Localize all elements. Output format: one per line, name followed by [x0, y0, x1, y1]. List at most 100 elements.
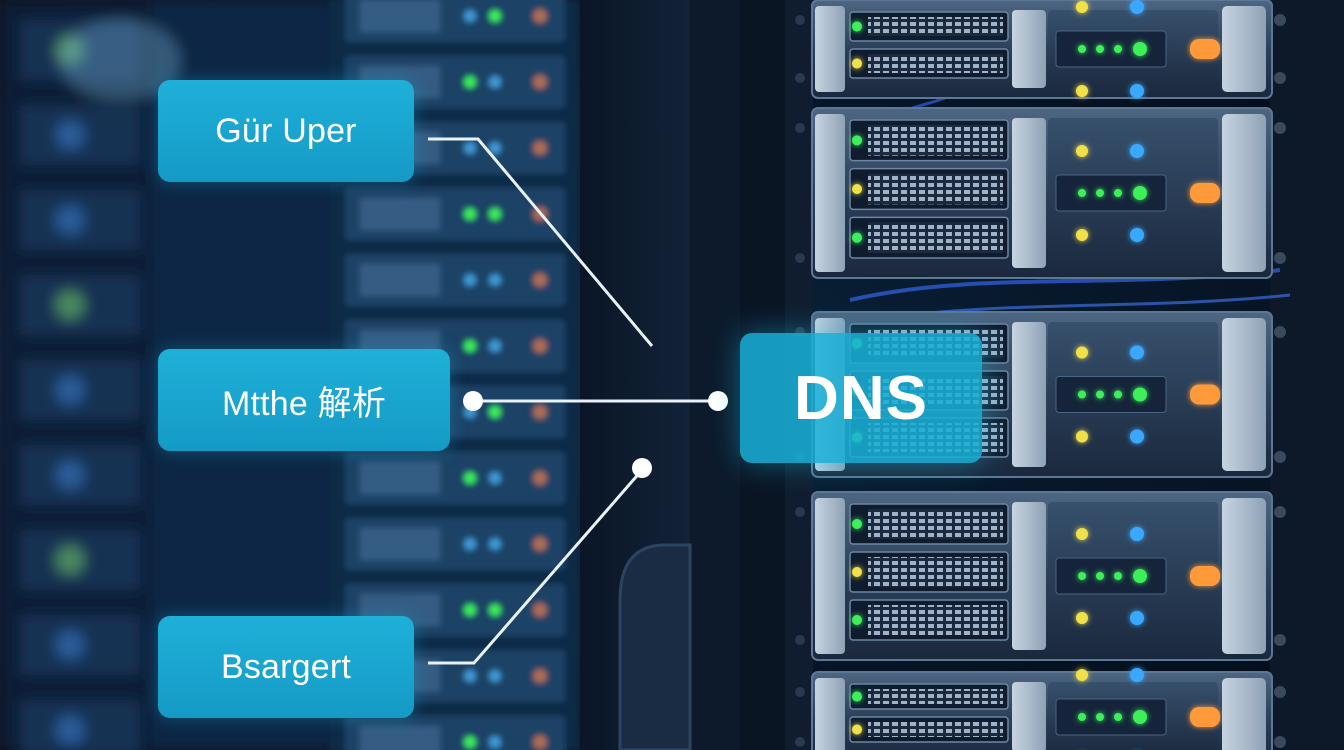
indicator-led-yellow	[1076, 145, 1088, 157]
label-top: Gür Uper	[158, 80, 414, 182]
status-led	[1078, 390, 1086, 399]
connector-dot-right	[708, 391, 728, 411]
drive-vent	[868, 222, 1003, 253]
label-middle: Mtthe 解析	[158, 349, 450, 451]
indicator-led-yellow	[1076, 85, 1088, 97]
status-led	[1096, 713, 1104, 721]
mid-rack-led	[489, 670, 501, 682]
mid-rack-vent	[360, 0, 440, 32]
drive-led	[852, 58, 862, 69]
indicator-led-yellow	[1076, 612, 1088, 624]
rack-screw	[1274, 686, 1286, 698]
status-display	[1055, 30, 1167, 68]
server-handle	[1012, 10, 1046, 88]
status-led	[1078, 189, 1086, 197]
status-led	[1096, 45, 1104, 53]
drive-vent	[868, 17, 1003, 36]
status-led	[1114, 45, 1122, 53]
status-display	[1055, 174, 1167, 212]
mid-rack-led	[533, 9, 547, 23]
mid-rack-led	[533, 735, 547, 749]
server-unit	[795, 0, 1286, 99]
indicator-led-blue	[1130, 345, 1144, 360]
rack-screw	[1274, 451, 1286, 463]
server-ear-left	[815, 6, 845, 92]
mid-rack-vent	[360, 726, 440, 750]
far-rack-light	[56, 376, 84, 404]
status-led	[1096, 572, 1104, 580]
rack-screw	[1274, 736, 1286, 748]
status-led	[1133, 387, 1147, 402]
connector-dot-left	[463, 391, 483, 411]
drive-vent	[868, 557, 1003, 587]
status-led	[1114, 189, 1122, 197]
status-led	[1078, 713, 1086, 721]
indicator-led-yellow	[1076, 528, 1088, 540]
mid-rack-led	[464, 208, 476, 220]
indicator-led-yellow	[1076, 669, 1088, 681]
mid-rack-led	[464, 76, 476, 88]
drive-vent	[868, 125, 1003, 156]
far-rack-light	[56, 716, 84, 744]
rack-screw	[1274, 72, 1286, 84]
far-rack-light	[56, 206, 84, 234]
drive-vent	[868, 605, 1003, 635]
indicator-led-yellow	[1076, 430, 1088, 443]
status-display	[1055, 376, 1167, 413]
mid-rack-led	[489, 208, 501, 220]
label-top-text: Gür Uper	[215, 111, 357, 150]
mid-rack-led	[533, 141, 547, 155]
mid-rack-led	[533, 405, 547, 419]
mid-rack-led	[464, 736, 476, 748]
rack-screw	[1274, 506, 1286, 518]
indicator-led-blue	[1130, 611, 1144, 625]
dns-label: DNS	[740, 333, 982, 463]
power-led	[1190, 707, 1220, 727]
mid-rack-led	[489, 274, 501, 286]
rack-screw	[1274, 14, 1286, 26]
drive-led	[852, 232, 862, 243]
drive-led	[852, 615, 862, 625]
mid-rack-led	[464, 538, 476, 550]
connector-top	[428, 137, 654, 347]
mid-rack-led	[533, 273, 547, 287]
status-led	[1133, 186, 1147, 200]
status-led	[1133, 42, 1147, 56]
mid-rack-led	[489, 10, 501, 22]
drive-vent	[868, 722, 1003, 737]
status-led	[1078, 572, 1086, 580]
drive-led	[852, 567, 862, 577]
server-ear-right	[1222, 114, 1266, 272]
status-led	[1096, 390, 1104, 399]
server-unit	[795, 107, 1286, 279]
rack-screw	[795, 507, 805, 517]
far-rack-light	[56, 546, 84, 574]
mid-rack-led	[489, 736, 501, 748]
drive-led	[852, 21, 862, 32]
rack-screw	[1274, 326, 1286, 338]
mid-rack-led	[464, 340, 476, 352]
server-ear-left	[815, 678, 845, 750]
server-unit	[795, 668, 1286, 750]
drive-led	[852, 519, 862, 529]
mid-rack-led	[489, 142, 501, 154]
server-ear-left	[815, 498, 845, 654]
rack-screw	[795, 73, 805, 83]
rack-screw	[795, 737, 805, 747]
server-ear-right	[1222, 6, 1266, 92]
server-unit	[795, 491, 1286, 661]
server-ear-right	[1222, 678, 1266, 750]
dns-label-text: DNS	[794, 363, 928, 433]
mid-rack-led	[489, 538, 501, 550]
mid-rack-led	[464, 274, 476, 286]
rack-screw	[795, 15, 805, 25]
mid-rack-led	[464, 142, 476, 154]
status-display	[1055, 557, 1167, 595]
drive-led	[852, 691, 862, 702]
far-rack-light	[56, 461, 84, 489]
mid-rack-vent	[360, 528, 440, 560]
rack-screw	[795, 687, 805, 697]
drive-vent	[868, 509, 1003, 539]
